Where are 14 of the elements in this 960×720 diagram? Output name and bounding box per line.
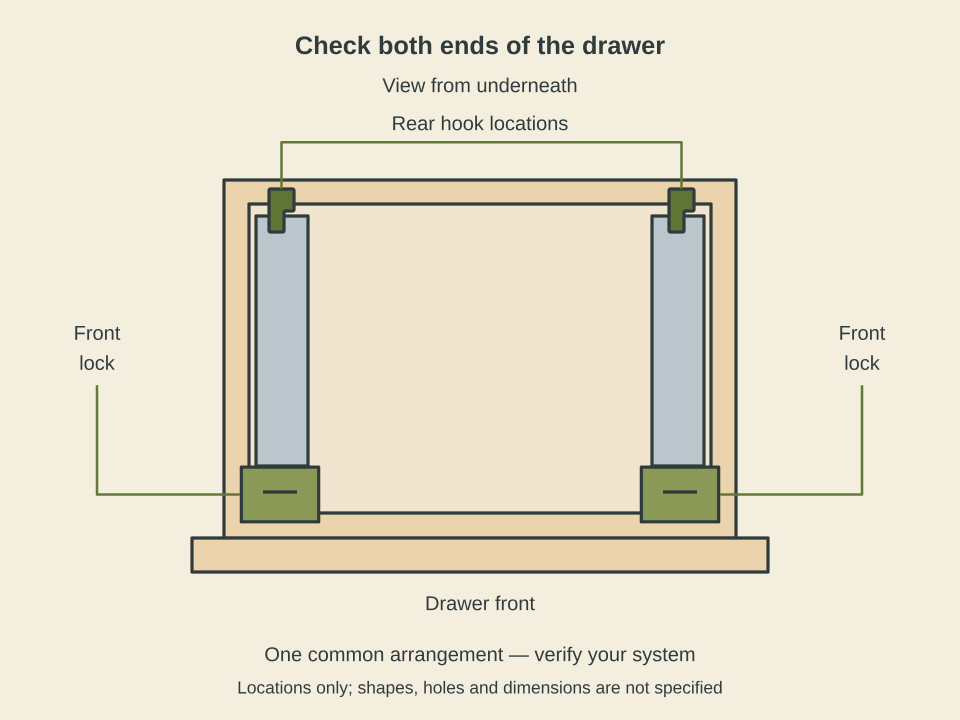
note: One common arrangement — verify your system [265,646,694,666]
leader-line [480,141,683,189]
title: Check both ends of the drawer [296,36,665,54]
callout-label: Front lock [75,326,120,370]
lock-block [640,466,720,524]
note: Locations only; shapes, holes and dimensions are not specified [238,680,722,698]
leader-line [720,385,864,496]
callout-label: Front lock [840,326,886,370]
lock-block [240,466,320,524]
part-label: Drawer front [426,596,535,610]
leader-line [280,141,480,189]
callout-label: Rear hook locations [393,116,568,130]
leader-line [96,385,240,496]
subtitle: View from underneath [382,78,576,92]
